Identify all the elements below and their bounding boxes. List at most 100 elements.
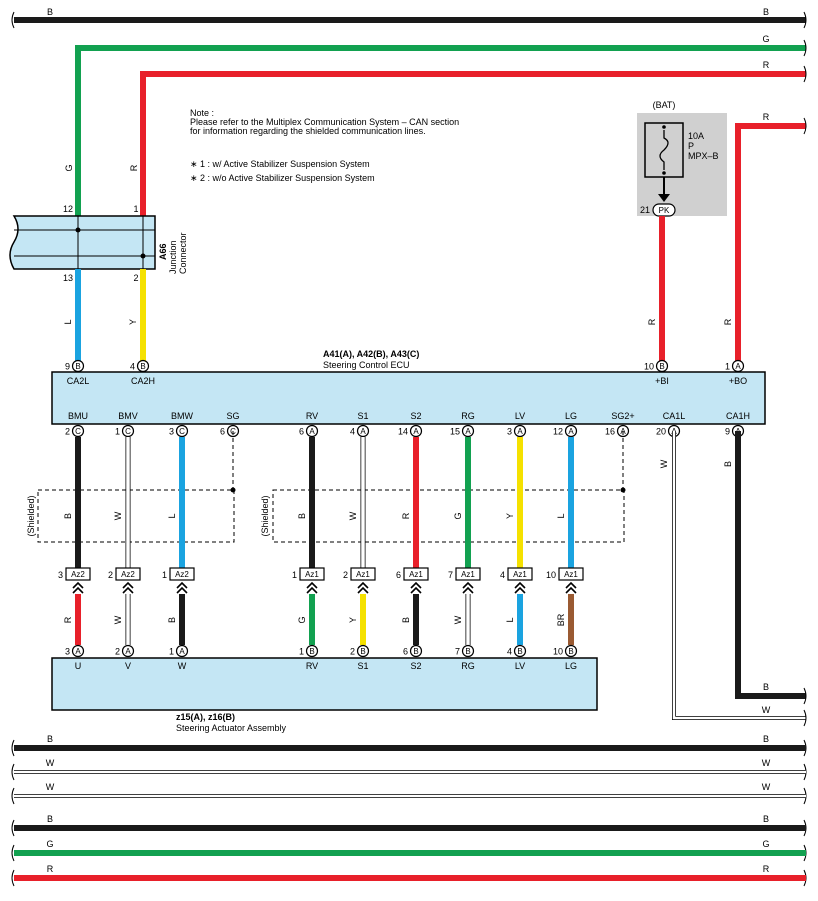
terminal-circle bbox=[655, 359, 669, 373]
bus-bottom-label-left: W bbox=[46, 782, 55, 792]
bus-bottom-label-right: B bbox=[763, 814, 769, 824]
terminal-connector-letter: A bbox=[735, 362, 741, 371]
upper-wire-color-label: W bbox=[113, 511, 123, 520]
shield-boxes: (Shielded) (Shielded) bbox=[26, 431, 626, 543]
terminal-connector-letter: B bbox=[517, 647, 522, 656]
terminal-connector-letter: B bbox=[568, 647, 573, 656]
inline-connector-name: Az1 bbox=[305, 570, 319, 579]
terminal-connector-letter: B bbox=[140, 362, 145, 371]
bus-bottom-label-right: B bbox=[763, 734, 769, 744]
upper-wire-color-label: B bbox=[297, 513, 307, 519]
junction-box bbox=[9, 215, 156, 270]
steering-control-ecu: A41(A), A42(B), A43(C) Steering Control … bbox=[51, 349, 766, 425]
ecu-bottom-terminal-sg2: A16 bbox=[605, 424, 630, 438]
chevron-up-icon bbox=[462, 581, 474, 594]
bus-bottom-label-left: W bbox=[46, 758, 55, 768]
inline-connector-name: Az1 bbox=[461, 570, 475, 579]
terminal-circle bbox=[305, 424, 319, 438]
terminal-pin-number: 10 bbox=[553, 647, 563, 657]
ecu-bottom-terminal-name: RV bbox=[306, 411, 318, 421]
ecu-top-terminal-bi: B10 bbox=[644, 359, 669, 373]
actuator-terminal-name: U bbox=[75, 661, 82, 671]
terminal-pin-number: 3 bbox=[65, 647, 70, 657]
inline-connector-box bbox=[403, 567, 429, 581]
ecu-bottom-terminal-rg: A15 bbox=[450, 424, 475, 438]
actuator-terminal-lg: B 10 bbox=[553, 644, 578, 658]
fuse-background bbox=[637, 113, 727, 216]
inline-connector-pin: 1 bbox=[162, 570, 167, 580]
terminal-connector-letter: B bbox=[309, 647, 314, 656]
ecu-bottom-terminal-bmw: C3 bbox=[169, 424, 189, 438]
ecu-bottom-terminal-bmu: C2 bbox=[65, 424, 85, 438]
actuator-box bbox=[51, 657, 598, 711]
ecu-bottom-terminal-name: RG bbox=[461, 411, 475, 421]
inline-connector-box bbox=[558, 567, 584, 581]
wire-label-r: R bbox=[129, 164, 139, 171]
chevron-up-icon bbox=[72, 581, 84, 594]
ecu-top-terminal-name: +BI bbox=[655, 376, 669, 386]
fuse-arrow-icon bbox=[658, 194, 670, 202]
ecu-top-terminal-ca2l: B9 bbox=[65, 359, 85, 373]
actuator-terminal-name: RV bbox=[306, 661, 318, 671]
terminal-circle bbox=[71, 644, 85, 658]
wire-label-y: Y bbox=[128, 319, 138, 325]
ecu-bottom-terminal-name: SG bbox=[226, 411, 239, 421]
terminal-circle bbox=[564, 644, 578, 658]
terminal-pin-number: 2 bbox=[115, 647, 120, 657]
ecu-bottom-terminal-s1: A4 bbox=[350, 424, 370, 438]
terminal-circle bbox=[71, 424, 85, 438]
fuse-icon bbox=[659, 130, 669, 170]
terminal-pin-number: 1 bbox=[299, 647, 304, 657]
note-legend-2: ∗ 2 : w/o Active Stabilizer Suspension S… bbox=[190, 173, 375, 183]
terminal-pin-number: 4 bbox=[507, 647, 512, 657]
inline-connector-pin: 10 bbox=[546, 570, 556, 580]
shield-box-left bbox=[37, 489, 235, 543]
note-heading: Note : bbox=[190, 108, 214, 118]
ecu-top-terminal-ca2h: B4 bbox=[130, 359, 150, 373]
terminal-pin-number: 7 bbox=[455, 647, 460, 657]
junction-pin-12: 12 bbox=[63, 204, 73, 214]
ecu-bottom-terminal-name: SG2+ bbox=[611, 411, 634, 421]
ecu-bottom-terminal-name: S1 bbox=[357, 411, 368, 421]
fuse-rating: 10A bbox=[688, 131, 704, 141]
terminal-pin-number: 16 bbox=[605, 427, 615, 437]
terminal-pin-number: 1 bbox=[169, 647, 174, 657]
inline-connector-box bbox=[115, 567, 141, 581]
junction-id: A66 bbox=[158, 243, 168, 260]
lower-wire-color-label: L bbox=[505, 617, 515, 622]
terminal-connector-letter: B bbox=[360, 647, 365, 656]
bus-break-left bbox=[11, 11, 15, 29]
ecu-bottom-terminal-bmv: C1 bbox=[115, 424, 135, 438]
terminal-circle bbox=[409, 644, 423, 658]
bus-bottom-label-right: R bbox=[763, 864, 770, 874]
bus-top-r-label: R bbox=[763, 60, 770, 70]
ecu-bottom-terminal-name: BMU bbox=[68, 411, 88, 421]
bus-bottom-label-left: B bbox=[47, 814, 53, 824]
ecu-bottom-terminal-name: S2 bbox=[410, 411, 421, 421]
terminal-circle bbox=[513, 424, 527, 438]
chevron-up-icon bbox=[122, 581, 134, 594]
terminal-pin-number: 4 bbox=[350, 427, 355, 437]
ecu-bottom-terminals: BMUC2BMVC1BMWC3SGC6RVA6S1A4S2A14RGA15LVA… bbox=[65, 411, 750, 438]
lower-wire-color-label: Y bbox=[348, 617, 358, 623]
terminal-circle bbox=[136, 359, 150, 373]
shield-box-right bbox=[272, 489, 625, 543]
ecu-bottom-terminal-name: BMW bbox=[171, 411, 194, 421]
actuator-terminal-name: V bbox=[125, 661, 131, 671]
chevron-up-icon bbox=[514, 581, 526, 594]
ecu-top-terminal-bo: A1 bbox=[725, 359, 745, 373]
ecu-top-terminal-name: +BO bbox=[729, 376, 747, 386]
ecu-bottom-terminal-name: LV bbox=[515, 411, 525, 421]
ecu-bottom-terminal-lg: A12 bbox=[553, 424, 578, 438]
bus-bottom-label-left: B bbox=[47, 734, 53, 744]
upper-wire-color-label: Y bbox=[505, 513, 515, 519]
